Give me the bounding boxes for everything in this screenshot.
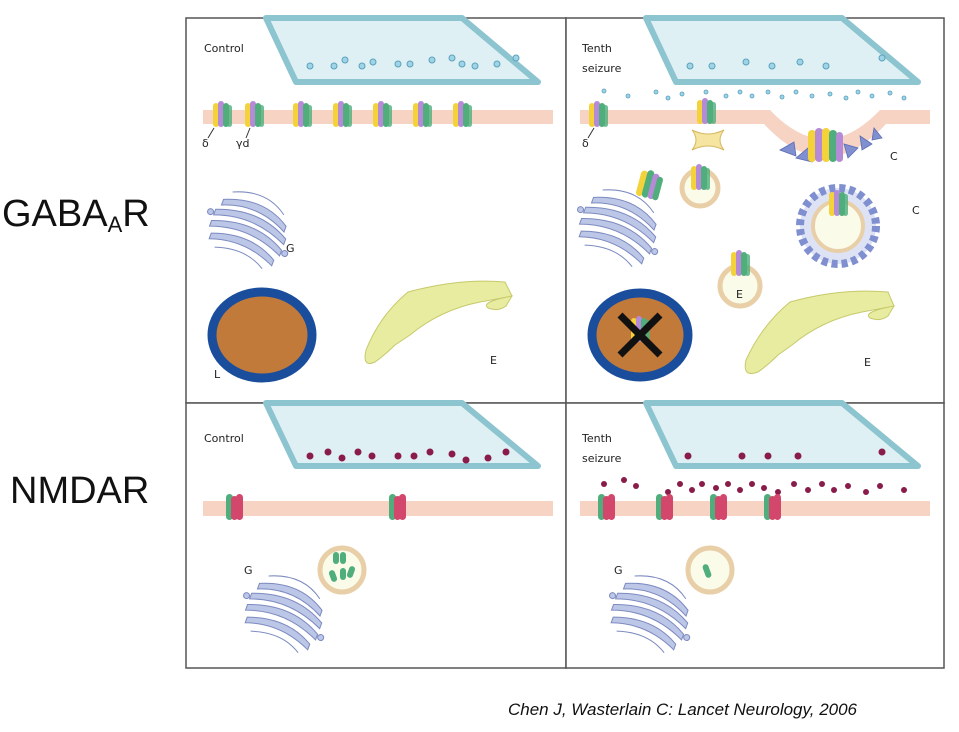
endosome-label-tr-1: E: [736, 288, 743, 301]
panel-title-tr-line2: seizure: [582, 62, 622, 75]
endosome-vesicle-tr: [717, 250, 763, 309]
row-label-gaba-suffix: R: [122, 193, 150, 235]
lysosome-tr: [587, 288, 693, 382]
row-label-gabaar: GABAAR: [2, 193, 150, 238]
delta-label-tl: δ: [202, 137, 209, 150]
delta-label-tr: δ: [582, 137, 589, 150]
panel-title-br-line2: seizure: [582, 452, 622, 465]
glutamate-vesicles-br: [684, 448, 886, 460]
clathrin-label-tr-1: C: [890, 150, 898, 163]
golgi-label-tl: G: [286, 242, 295, 255]
transport-vesicle-bl: [317, 545, 367, 595]
gamma-pointer-tl: [245, 127, 251, 139]
lysosome-tl: [207, 287, 317, 383]
glutamate-vesicles-bl: [306, 448, 510, 464]
released-gaba-tr: [601, 88, 907, 101]
gaba-vesicles-tl: [306, 54, 520, 70]
clathrin-label-tr-2: C: [912, 204, 920, 217]
panel-title-bl-line1: Control: [204, 432, 244, 445]
lysosome-label-tl: L: [214, 368, 221, 381]
golgi-label-br: G: [614, 564, 623, 577]
presynaptic-terminal-bl: [263, 400, 541, 469]
internalization-marker-tr: [691, 129, 725, 151]
endosome-tr: [744, 290, 896, 374]
golgi-receptor-tr: [636, 170, 663, 201]
endosome-label-tl: E: [490, 354, 497, 367]
postsynaptic-membrane-bl: [203, 501, 553, 516]
transport-vesicle-br: [685, 545, 735, 595]
citation: Chen J, Wasterlain C: Lancet Neurology, …: [508, 700, 858, 719]
panel-title-br-line1: Tenth: [581, 432, 612, 445]
panel-title-tr-line1: Tenth: [581, 42, 612, 55]
row-label-nmdar: NMDAR: [10, 470, 150, 512]
released-glutamate-br: [601, 477, 907, 495]
postsynaptic-membrane-br: [580, 501, 930, 516]
clathrin-vesicle-tr: [796, 184, 880, 268]
presynaptic-terminal-br: [643, 400, 921, 469]
delta-pointer-tl: [207, 127, 215, 139]
delta-pointer-tr: [587, 127, 595, 139]
clathrin-pit-tr: [779, 127, 883, 163]
panel-title-tl-line1: Control: [204, 42, 244, 55]
golgi-label-bl: G: [244, 564, 253, 577]
transport-vesicle-tr: [679, 164, 721, 209]
row-label-gaba-main: GABA: [2, 193, 108, 235]
endosome-label-tr-2: E: [864, 356, 871, 369]
gaba-vesicles-tr: [686, 54, 886, 70]
row-label-gaba-sub: A: [107, 212, 123, 237]
endosome-tl: [364, 280, 514, 364]
gamma-label-tl: γd: [236, 137, 250, 150]
